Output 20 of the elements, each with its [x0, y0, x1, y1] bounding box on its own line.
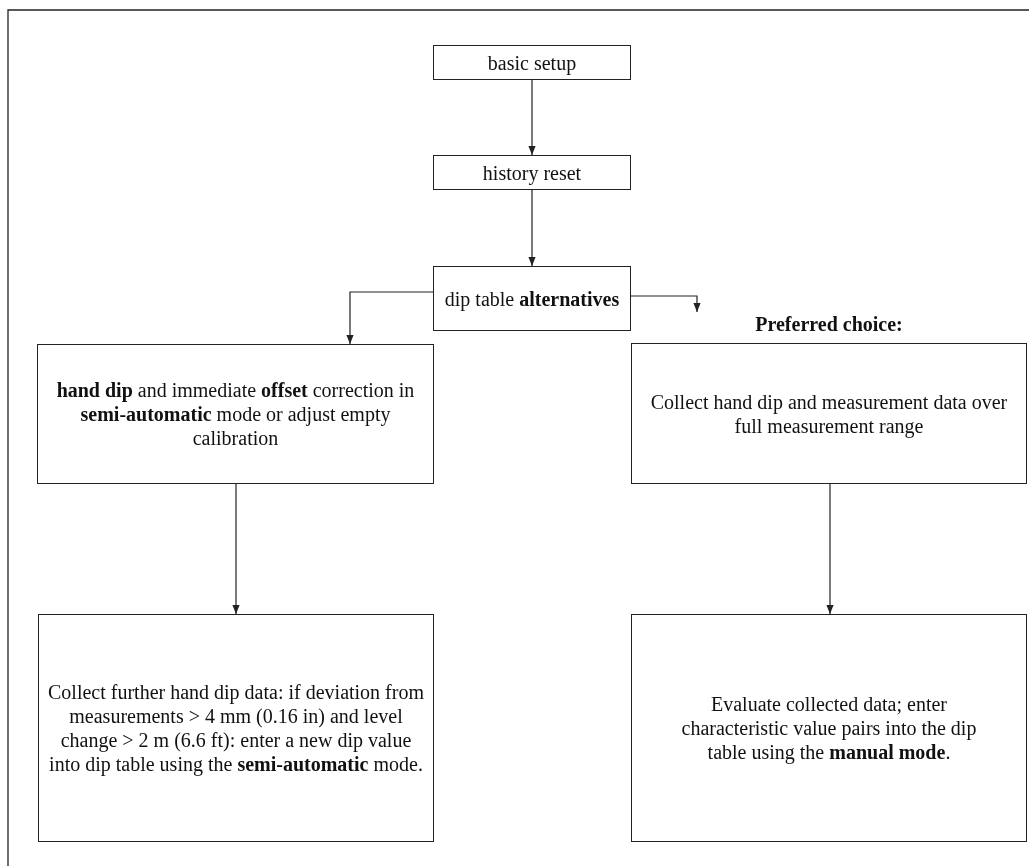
arrow	[528, 189, 536, 267]
arrow	[826, 483, 834, 615]
box-text: history reset	[482, 160, 582, 185]
box-text: Collect further hand dip data: if deviation from measurements > 4 mm (0.16 in) and level change > 2 m (6.6 ft): enter a new dip value into dip table using the semi-automatic mode.	[47, 680, 425, 776]
arrow	[232, 483, 240, 615]
box-text: Evaluate collected data; enter characteristic value pairs into the dip table using the manual mode.	[680, 692, 978, 764]
process-box	[38, 614, 434, 842]
arrow	[528, 79, 536, 156]
process-box	[631, 614, 1027, 842]
arrow	[630, 295, 701, 313]
process-box	[433, 266, 631, 331]
process-box	[433, 155, 631, 190]
box-text: dip table alternatives	[444, 286, 620, 311]
process-box	[433, 45, 631, 80]
box-text: Collect hand dip and measurement data over full measurement range	[649, 389, 1009, 438]
arrow	[346, 291, 434, 345]
process-box	[37, 344, 434, 484]
box-text: hand dip and immediate offset correction in semi-automatic mode or adjust empty calibration	[55, 378, 416, 450]
heading: Preferred choice:	[754, 312, 904, 337]
box-text: basic setup	[487, 50, 577, 75]
